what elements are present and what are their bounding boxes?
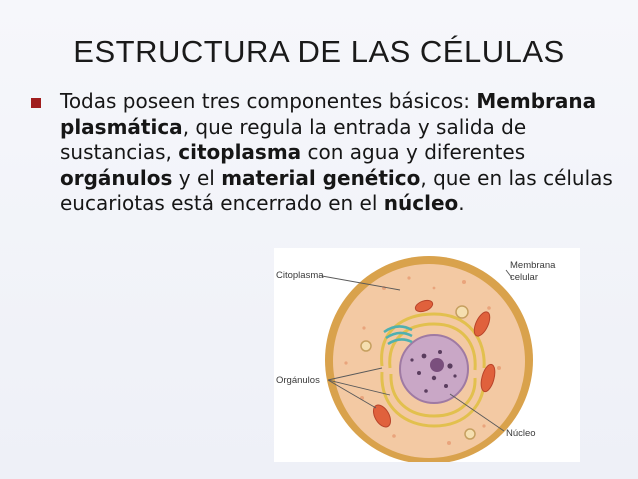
term-membrana: Membrana plasmática [60,89,597,139]
text-segment: . [458,191,465,215]
slide-title: ESTRUCTURA DE LAS CÉLULAS [73,34,565,69]
mitochondria [372,299,496,428]
label-membrana-line2: celular [510,272,538,283]
text-segment: y el [172,165,222,190]
term-nucleo: núcleo [383,191,459,215]
vesicles [360,305,476,440]
bullet-text: Todas poseen tres componentes básicos: M… [60,89,620,217]
term-material-genetico: material genético [221,165,421,190]
nucleolus [430,358,444,372]
endoplasmic-reticulum [380,312,486,428]
text-segment: Todas poseen tres componentes básicos: [60,89,477,113]
golgi-apparatus [383,325,413,346]
label-citoplasma: Citoplasma [276,270,324,281]
label-organulos: Orgánulos [276,375,320,386]
cell-diagram: Citoplasma Membrana celular Orgánulos Nú… [276,256,556,462]
text-segment: , que regula la entrada y salida de sust… [60,114,527,165]
bullet-marker [31,98,41,108]
term-organulos: orgánulos [60,165,173,190]
cell-figure: Citoplasma Membrana celular Orgánulos Nú… [274,248,580,462]
term-citoplasma: citoplasma [178,140,302,164]
chromatin [410,350,457,393]
label-nucleo: Núcleo [506,428,536,439]
text-segment: , que en las células eucariotas está enc… [60,165,613,216]
label-membrana-line1: Membrana [510,260,556,271]
text-segment: con agua y diferentes [301,140,526,164]
label-lines [321,269,513,432]
